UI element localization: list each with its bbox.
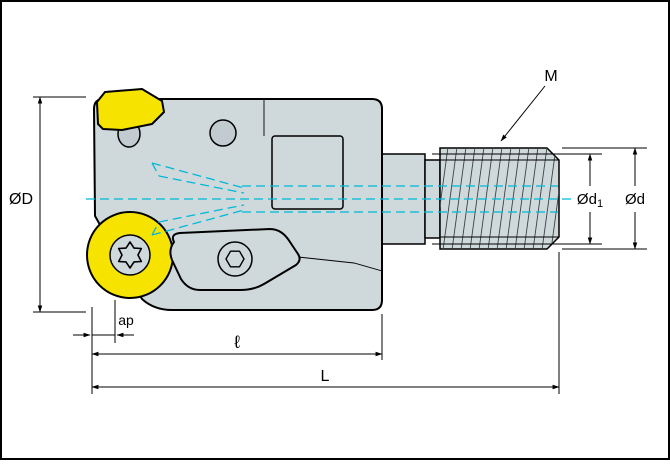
coolant-outlet-upper: [151, 162, 245, 194]
dim-shank-diameter-label: Ød: [625, 191, 645, 208]
seat-line: [297, 256, 383, 272]
dim-shank-diameter: Ød: [562, 147, 647, 250]
hex-socket-icon: [225, 250, 245, 268]
pocket-hole-right: [209, 119, 237, 147]
coolant-outlet-lower: [151, 204, 245, 236]
dim-thread: M: [500, 68, 558, 142]
dim-cutting-depth: ap: [73, 300, 134, 394]
dim-cutting-depth-label: ap: [118, 312, 134, 328]
dim-overall-length: L: [91, 252, 560, 394]
coolant-channels: [86, 162, 574, 236]
top-insert: [96, 88, 165, 131]
dim-overall-length-label: L: [321, 368, 330, 385]
dim-neck-diameter: Ød1: [432, 153, 603, 245]
dim-outer-diameter: ØD: [9, 96, 86, 313]
insert-pocket-face: [271, 135, 344, 210]
dim-effective-length-label: ℓ: [234, 332, 240, 352]
dim-effective-length: ℓ: [91, 314, 383, 360]
cutter-shank: [381, 147, 560, 250]
thread-label: M: [544, 68, 557, 85]
dim-outer-diameter-label: ØD: [9, 191, 33, 208]
insert-screw-head: [109, 234, 151, 276]
insert-assembly: [86, 88, 301, 299]
dim-neck-diameter-label: Ød1: [577, 191, 603, 210]
clamp-screw-head: [217, 241, 253, 277]
torx-recess-icon: [117, 241, 143, 269]
thread-root-lines: [440, 159, 559, 238]
dimensions: ØD M Ød1 Ød: [9, 68, 647, 394]
